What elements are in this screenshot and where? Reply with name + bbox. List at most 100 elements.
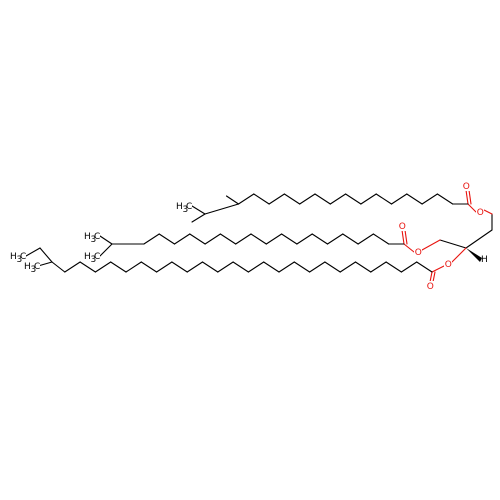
chain-2-methyl-label-b-part-1: 3 (91, 255, 97, 265)
chain-2-carbonyl-oxygen-bg (398, 221, 406, 231)
chain-2-methyl-b-bond (99, 243, 113, 257)
chain-2-bond (250, 233, 267, 245)
chain-3-ethyl-methyl-label-part-2: C (20, 252, 26, 262)
chain-1-ester-oxygen: O (477, 208, 484, 218)
chain-1-o-carbonyl-bond (467, 203, 477, 213)
chain-3-bond (171, 261, 188, 273)
chain-1-carbonyl-oxygen: O (463, 182, 470, 192)
glycerol-c2-c1-bond (439, 239, 467, 249)
chain-2-methyl-label-b-part-0: H (84, 252, 91, 262)
chain-1-branch-bond (225, 195, 240, 205)
chain-2-methyl-label-a-part-2: C (94, 232, 100, 242)
chain-3-bond (309, 261, 326, 273)
chain-3-methyl-label-bg (24, 261, 40, 271)
chain-3-bond (79, 261, 96, 273)
chain-1-methyl-a-bond (191, 205, 206, 215)
chain-3-bond (263, 261, 280, 273)
chain-1-bond (421, 193, 438, 205)
chain-2-o-carbonyl-bond (403, 243, 415, 253)
chain-1-bond (283, 193, 301, 205)
chain-3-methine-bond (51, 261, 66, 273)
chain-3-bond (64, 261, 81, 273)
chain-3-bond (416, 261, 433, 273)
chain-1-bond (329, 193, 347, 205)
chain-2-methyl-label-a-bg (84, 231, 100, 241)
chain-3-bond (278, 261, 295, 273)
chain-2-carbonyl-double-a (401, 229, 405, 245)
chain-3-ethyl-methyl-label-bg (10, 251, 26, 261)
chain-3-bond (125, 261, 142, 273)
chain-3-bond (94, 261, 112, 273)
chain-1-bond (345, 193, 362, 205)
chain-3-bond (110, 261, 127, 273)
chain-2-bond (311, 233, 329, 245)
chain-3-methyl-bond (37, 261, 53, 267)
stereo-wedge-bond (466, 248, 482, 262)
chain-1-bond (268, 193, 285, 205)
chain-2-carbonyl-double-b (404, 229, 408, 245)
chain-1-ester-oxygen-bg (476, 207, 484, 217)
chain-3-bond (186, 261, 204, 273)
chain-3-methyl-label-part-1: 3 (31, 265, 37, 275)
chain-1-methyl-label-a-part-1: 3 (183, 205, 189, 215)
chain-3-carbonyl-double-a (429, 271, 433, 283)
chain-1-ester-o-bond (483, 209, 493, 215)
chain-3-ester-o-bond (451, 247, 467, 263)
chain-1-carbonyl-double-b (468, 189, 472, 205)
chain-1-bond (360, 193, 377, 205)
chain-2-bond (265, 233, 283, 245)
chain-2-bond (296, 233, 313, 245)
chain-2-bond (219, 233, 237, 245)
chain-2-methyl-label-b-bg (84, 251, 100, 261)
chain-3-bond (293, 261, 311, 273)
chain-1-bond (299, 193, 316, 205)
chain-2-bond (173, 233, 191, 245)
chain-3-bond (247, 261, 265, 273)
chain-3-carbonyl-oxygen-bg (426, 281, 434, 291)
chain-2-bond (357, 233, 374, 245)
chain-1-bond (314, 193, 331, 205)
glycerol-c3-c2-bond (465, 229, 493, 249)
chain-2-bond (189, 233, 206, 245)
chain-3-bond (339, 261, 357, 273)
chain-1-bond (237, 193, 255, 205)
chain-3-bond (385, 261, 402, 273)
chain-2-bond (326, 233, 344, 245)
chain-1-bond (253, 193, 270, 205)
chain-3-ethyl-ch2-bond (39, 247, 53, 263)
chain-1-bond (390, 193, 408, 205)
chain-1-methyl-label-a-bg (176, 201, 192, 211)
chain-3-ethyl-ch3-bond (25, 247, 41, 257)
chain-3-carbonyl-double-b (432, 271, 436, 283)
chain-3-methyl-label-part-2: C (34, 262, 40, 272)
chain-3-bond (201, 261, 219, 273)
chain-2-methyl-label-b-part-2: C (94, 252, 100, 262)
chain-3-bond (156, 261, 173, 273)
chain-3-bond (354, 261, 372, 273)
chain-1-carbonyl-oxygen-bg (462, 181, 470, 191)
chain-3-ester-oxygen-bg (444, 259, 452, 269)
chain-1-methyl-label-a-part-0: H (176, 202, 183, 212)
chain-3-bond (217, 261, 234, 273)
chain-2-ester-o-bond (421, 239, 441, 251)
chain-3-methyl-label-part-0: H (24, 262, 31, 272)
chain-3-ethyl-methyl-label-part-1: 3 (17, 255, 23, 265)
chain-2-methyl-a-bond (99, 235, 113, 245)
chain-2-bond (342, 233, 359, 245)
chain-3-bond (324, 261, 341, 273)
chain-1-bond (375, 193, 393, 205)
chain-2-methyl-label-a-part-0: H (84, 232, 91, 242)
chain-3-carbonyl-oxygen: O (427, 282, 434, 292)
chain-2-bond (158, 233, 176, 245)
chain-1-bond (406, 193, 423, 205)
chain-3-ester-oxygen: O (445, 260, 452, 270)
chain-3-bond (232, 261, 249, 273)
chain-1-carbonyl-double-a (465, 189, 469, 205)
